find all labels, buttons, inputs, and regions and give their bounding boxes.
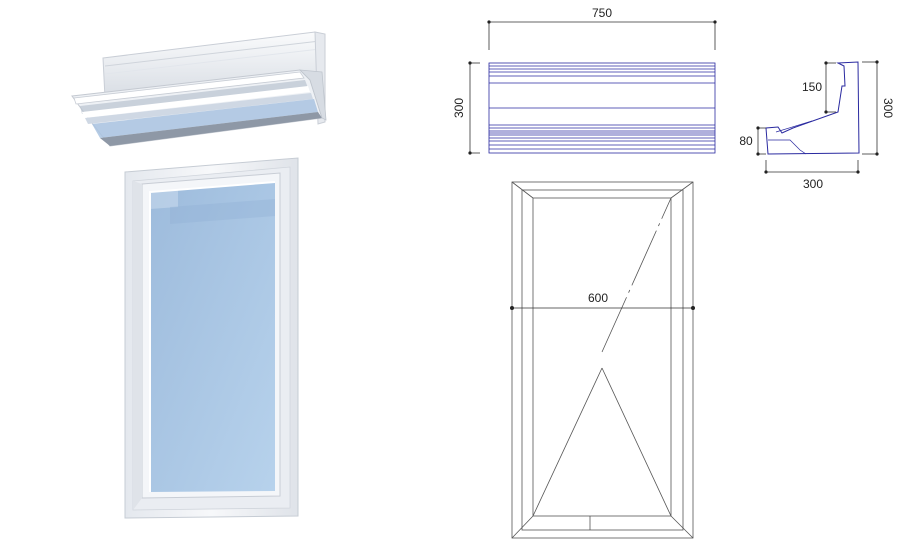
- window-width-dimension-line: 600: [510, 291, 695, 310]
- window-3d-render: [124, 157, 299, 519]
- window-width-dimension: 600: [588, 291, 608, 305]
- window-elevation-drawing: [511, 181, 694, 539]
- cornice-3d-render: [71, 31, 327, 147]
- profile-top-dimension: 150: [802, 80, 822, 94]
- cornice-width-dimension: 750: [592, 6, 612, 20]
- profile-height-dimension: 300: [881, 98, 895, 118]
- cornice-height-dimension: 300: [452, 98, 466, 118]
- profile-bottom-dimension: 80: [739, 134, 753, 148]
- profile-depth-dimension: 300: [803, 177, 823, 191]
- cornice-front-elevation: 750 300: [452, 6, 717, 155]
- cornice-profile-section: 150 300 80 300: [739, 60, 895, 191]
